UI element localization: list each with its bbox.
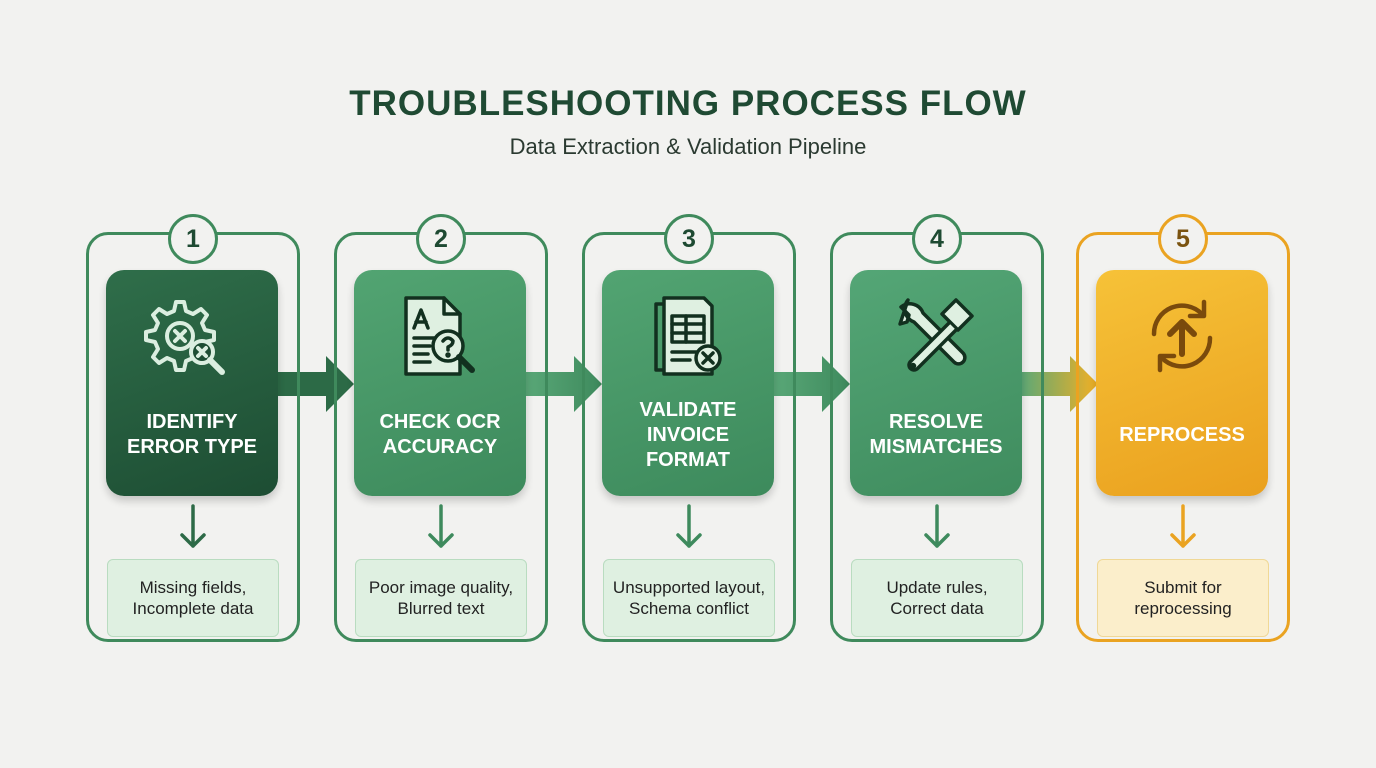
- step-number-badge: 5: [1158, 214, 1208, 264]
- step-note: Update rules, Correct data: [851, 559, 1023, 637]
- step-label: CHECK OCR ACCURACY: [379, 411, 501, 458]
- step-card: REPROCESS: [1096, 270, 1268, 496]
- down-arrow-icon: [1170, 504, 1196, 548]
- step-card: RESOLVE MISMATCHES: [850, 270, 1022, 496]
- down-arrow-icon: [180, 504, 206, 548]
- step-label: RESOLVE MISMATCHES: [869, 411, 1003, 458]
- step-5: 5 REPROCESS Submit for reprocessing: [1076, 214, 1290, 642]
- step-label: VALIDATE INVOICE FORMAT: [639, 398, 737, 471]
- step-number-badge: 4: [912, 214, 962, 264]
- document-question-magnifier-icon: [404, 296, 475, 376]
- gear-error-magnifier-icon: [144, 300, 225, 375]
- step-2: 2 CHECK OCR ACCURACY Poor image quality,…: [334, 214, 548, 642]
- page-subtitle: Data Extraction & Validation Pipeline: [509, 134, 867, 159]
- step-card: VALIDATE INVOICE FORMAT: [602, 270, 774, 496]
- step-note: Missing fields, Incomplete data: [107, 559, 279, 637]
- step-card: CHECK OCR ACCURACY: [354, 270, 526, 496]
- step-note: Unsupported layout, Schema conflict: [603, 559, 775, 637]
- step-number-badge: 2: [416, 214, 466, 264]
- step-number-badge: 3: [664, 214, 714, 264]
- page-title: TROUBLESHOOTING PROCESS FLOW: [349, 84, 1027, 123]
- step-label: REPROCESS: [1119, 423, 1245, 446]
- down-arrow-icon: [924, 504, 950, 548]
- invoice-error-icon: [654, 296, 722, 376]
- down-arrow-icon: [676, 504, 702, 548]
- wrench-hammer-icon: [898, 298, 974, 372]
- step-3: 3 VALIDATE INVOICE FORMAT Unsupported la…: [582, 214, 796, 642]
- step-card: IDENTIFY ERROR TYPE: [106, 270, 278, 496]
- down-arrow-icon: [428, 504, 454, 548]
- step-note: Poor image quality, Blurred text: [355, 559, 527, 637]
- step-1: 1 IDENTIFY ERROR TYPE Missing fields, In…: [86, 214, 300, 642]
- step-number-badge: 1: [168, 214, 218, 264]
- step-note: Submit for reprocessing: [1097, 559, 1269, 637]
- refresh-upload-icon: [1151, 299, 1213, 373]
- step-4: 4 RESOLVE MISMATCHES Update rules, Corre…: [830, 214, 1044, 642]
- step-label: IDENTIFY ERROR TYPE: [126, 411, 258, 458]
